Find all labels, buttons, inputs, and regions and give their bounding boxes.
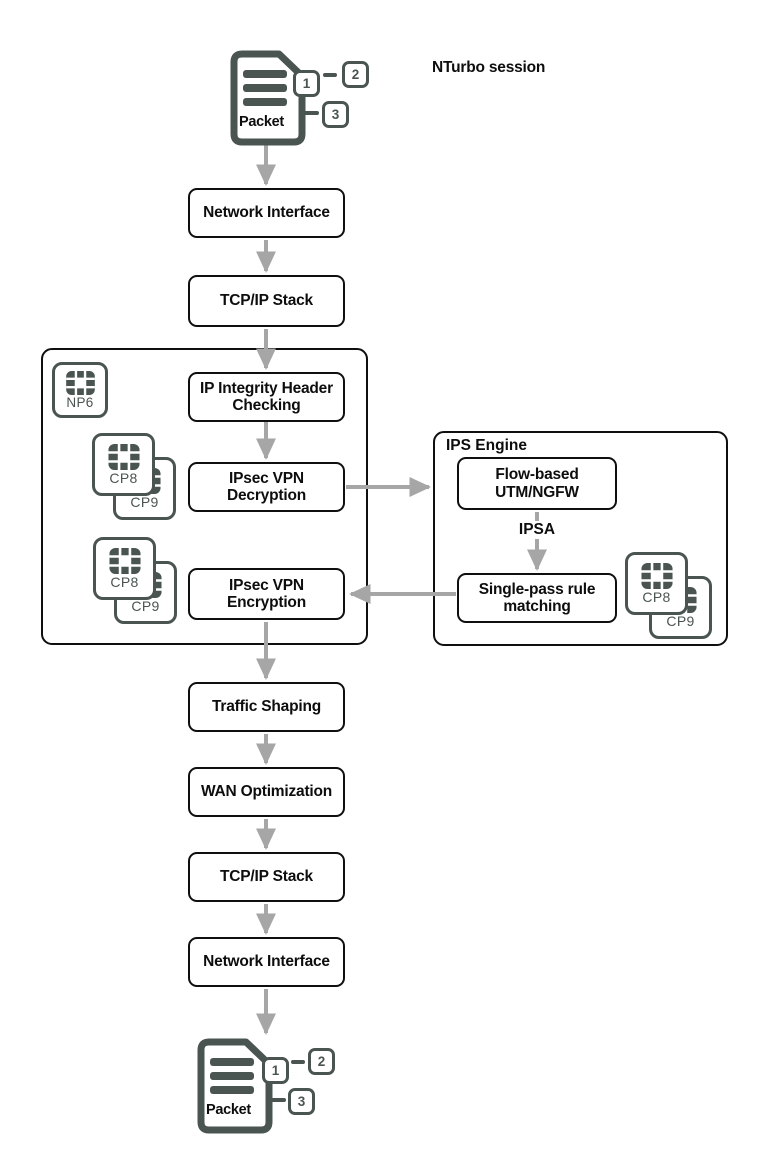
fortinet-grid-icon [641,563,673,589]
connector-dash [301,111,319,115]
chip-cp9-label: CP9 [666,613,695,629]
connector-dash [323,73,337,77]
fortinet-grid-icon [109,548,141,574]
flow-box-traffic-shaping: Traffic Shaping [188,682,345,732]
packet-tag-3: 3 [288,1088,315,1115]
flow-box-ipsec-vpn-encryption: IPsec VPN Encryption [188,568,345,620]
chip-np6-label: NP6 [66,394,94,410]
packet-tag-2: 2 [308,1048,335,1075]
document-icon [197,1038,273,1134]
fortinet-grid-icon [108,444,140,470]
ipsa-arrow-label: IPSA [505,521,569,539]
fortinet-grid-icon [66,371,95,395]
chip-cp9-label: CP9 [131,598,160,614]
flow-box-network-interface-in: Network Interface [188,188,345,238]
connector-dash [291,1060,305,1064]
chip-cp8-ips: CP8 [625,552,688,615]
flow-box-flow-based-utm-ngfw: Flow-based UTM/NGFW [457,457,617,510]
packet-tag-1: 1 [293,70,320,97]
chip-cp8-label: CP8 [109,470,138,486]
packet-label: Packet [206,1102,251,1118]
packet-tag-3: 3 [322,101,349,128]
chip-cp8-label: CP8 [642,589,671,605]
flow-box-network-interface-out: Network Interface [188,937,345,987]
ips-engine-title: IPS Engine [446,437,527,454]
document-icon [230,50,306,146]
flow-box-tcpip-stack-in: TCP/IP Stack [188,275,345,327]
chip-np6: NP6 [52,362,108,418]
packet-tag-2: 2 [342,61,369,88]
packet-icon-bottom: Packet 1 2 3 [197,1038,342,1138]
packet-label: Packet [239,114,284,130]
packet-icon-top: Packet 1 2 3 [230,50,375,150]
packet-tag-1: 1 [262,1057,289,1084]
chip-cp9-label: CP9 [130,494,159,510]
connector-dash [269,1098,286,1102]
flow-box-tcpip-stack-out: TCP/IP Stack [188,852,345,902]
chip-cp8-label: CP8 [110,574,139,590]
chip-cp8-decrypt: CP8 [92,433,155,496]
flow-box-ipsec-vpn-decryption: IPsec VPN Decryption [188,462,345,512]
flow-box-ip-integrity-checking: IP Integrity Header Checking [188,372,345,422]
flow-box-wan-optimization: WAN Optimization [188,767,345,817]
diagram-title: NTurbo session [432,59,546,76]
chip-cp8-encrypt: CP8 [93,537,156,600]
flow-box-single-pass-rule-matching: Single-pass rule matching [457,573,617,623]
